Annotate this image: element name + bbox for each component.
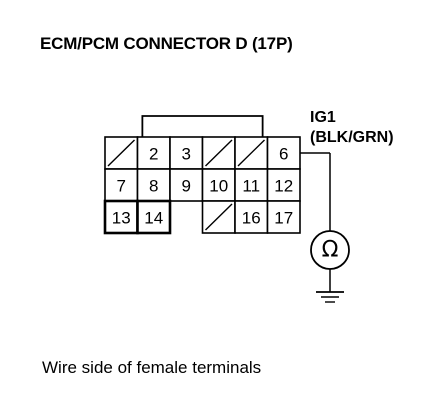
terminal-cell: 14 bbox=[136, 199, 172, 235]
terminal-number: 6 bbox=[279, 145, 288, 164]
terminal-number: 8 bbox=[149, 177, 158, 196]
unused-terminal-slash bbox=[205, 203, 233, 231]
ohmmeter-icon: Ω bbox=[310, 230, 350, 270]
terminal-cell: 8 bbox=[136, 168, 171, 202]
terminal-cell bbox=[201, 200, 236, 234]
wire-label: IG1 (BLK/GRN) bbox=[310, 109, 394, 146]
terminal-number: 12 bbox=[274, 177, 293, 196]
terminal-number: 14 bbox=[144, 209, 163, 228]
terminal-cell: 2 bbox=[136, 136, 171, 170]
terminal-number: 3 bbox=[182, 145, 191, 164]
terminal-cell: 10 bbox=[201, 168, 236, 202]
connector-lock-tab bbox=[141, 115, 264, 137]
terminal-number: 16 bbox=[242, 209, 261, 228]
terminal-cell bbox=[234, 136, 269, 170]
terminal-cell: 9 bbox=[169, 168, 204, 202]
terminal-cell: 6 bbox=[266, 136, 301, 170]
unused-terminal-slash bbox=[205, 139, 233, 167]
terminal-number: 10 bbox=[209, 177, 228, 196]
wire-name-label: IG1 bbox=[310, 109, 336, 126]
terminal-cell bbox=[201, 136, 236, 170]
terminal-number: 11 bbox=[242, 177, 260, 196]
wire-color-label: (BLK/GRN) bbox=[310, 129, 394, 146]
terminal-cell bbox=[104, 136, 139, 170]
terminal-cell: 17 bbox=[266, 200, 301, 234]
ground-icon bbox=[316, 291, 344, 303]
terminal-cell: 7 bbox=[104, 168, 139, 202]
terminal-number: 17 bbox=[274, 209, 293, 228]
ohm-symbol: Ω bbox=[322, 238, 339, 263]
terminal-number: 7 bbox=[117, 177, 126, 196]
terminal-number: 9 bbox=[182, 177, 191, 196]
terminal-cell: 11 bbox=[234, 168, 269, 202]
terminal-cell: 13 bbox=[103, 199, 139, 235]
unused-terminal-slash bbox=[237, 139, 265, 167]
diagram-caption: Wire side of female terminals bbox=[42, 358, 262, 377]
terminal-number: 13 bbox=[112, 209, 131, 228]
diagram-title: ECM/PCM CONNECTOR D (17P) bbox=[40, 34, 293, 53]
terminal-cell: 12 bbox=[266, 168, 301, 202]
terminal-cell: 16 bbox=[234, 200, 269, 234]
connector-housing: 2 3 6 7 8 9 10 11 12 13 14 16 17 bbox=[103, 115, 301, 235]
unused-terminal-slash bbox=[107, 139, 135, 167]
terminal-number: 2 bbox=[149, 145, 158, 164]
terminal-cell: 3 bbox=[169, 136, 204, 170]
